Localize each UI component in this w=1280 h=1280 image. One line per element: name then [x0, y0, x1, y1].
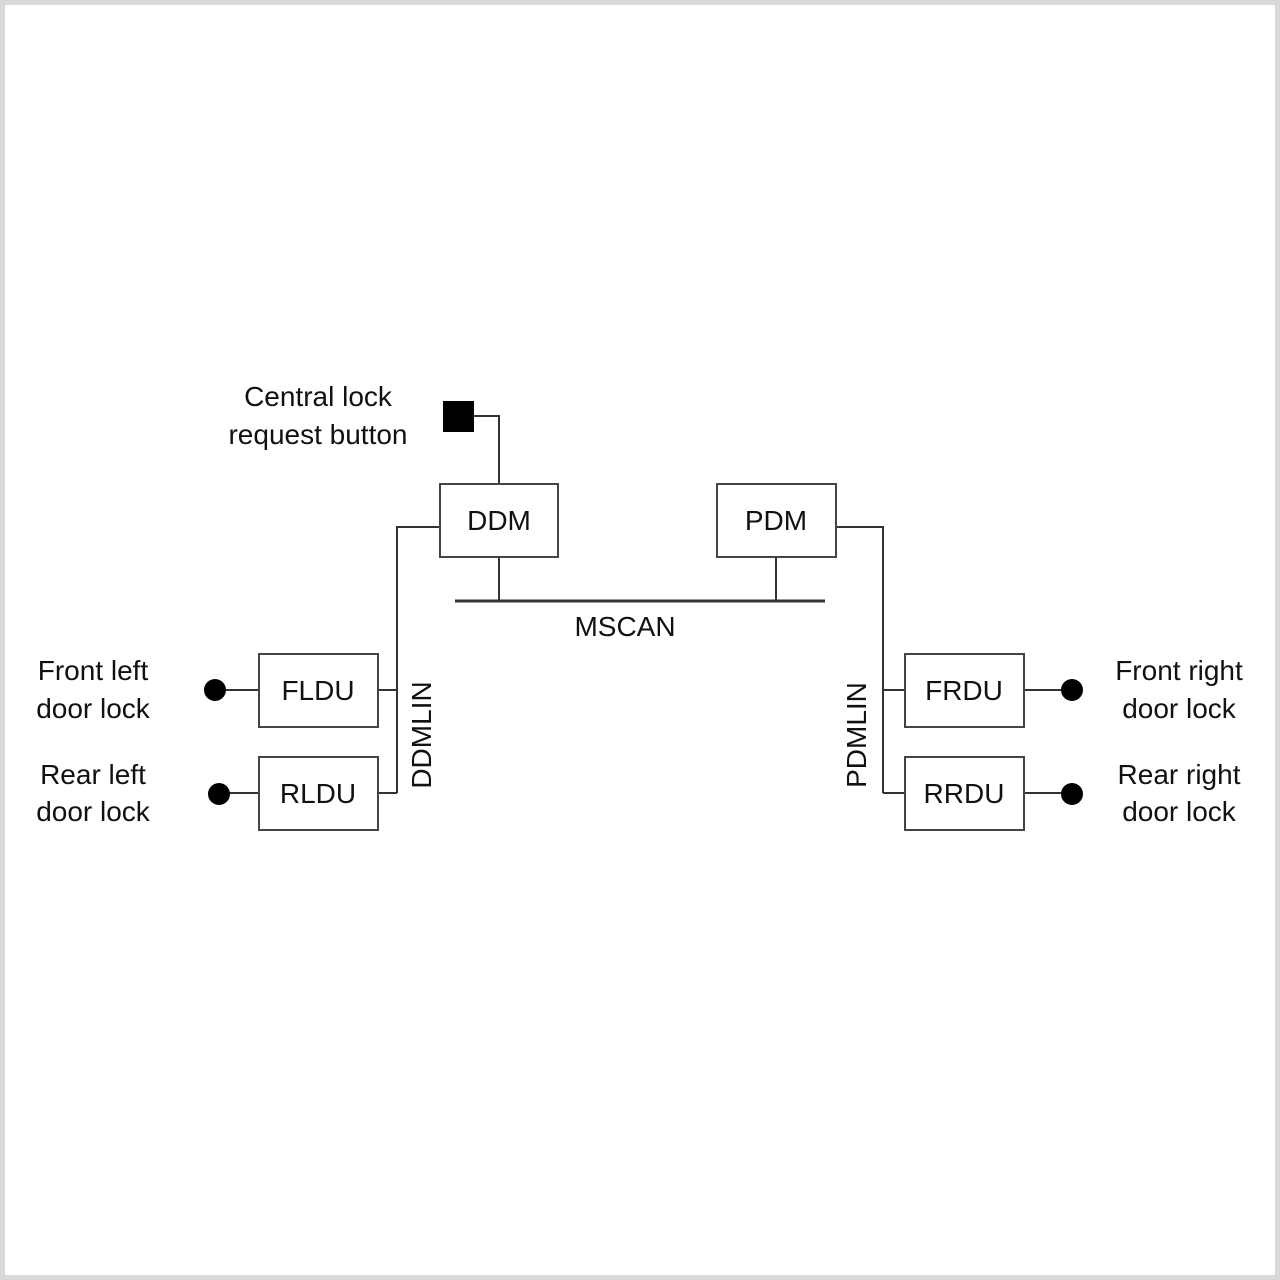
rldu-label: RLDU — [280, 778, 356, 809]
pdmlin-label: PDMLIN — [841, 682, 872, 788]
rrdu-box: RRDU — [904, 756, 1025, 831]
front-left-door-lock-icon — [204, 679, 226, 701]
rear-right-label-line2: door lock — [1122, 796, 1237, 827]
central-lock-label-line2: request button — [228, 419, 407, 450]
central-lock-button-icon — [443, 401, 474, 432]
ddm-box: DDM — [439, 483, 559, 558]
pdm-label: PDM — [745, 505, 807, 536]
ddmlin-label: DDMLIN — [406, 681, 437, 788]
central-lock-label-line1: Central lock — [244, 381, 393, 412]
ddm-label: DDM — [467, 505, 531, 536]
frdu-label: FRDU — [925, 675, 1003, 706]
frdu-box: FRDU — [904, 653, 1025, 728]
front-right-label-line2: door lock — [1122, 693, 1237, 724]
fldu-box: FLDU — [258, 653, 379, 728]
front-right-door-lock-icon — [1061, 679, 1083, 701]
mscan-label: MSCAN — [574, 611, 675, 642]
rear-left-door-lock-icon — [208, 783, 230, 805]
front-left-label-line1: Front left — [38, 655, 149, 686]
front-right-label-line1: Front right — [1115, 655, 1243, 686]
rear-left-label-line1: Rear left — [40, 759, 146, 790]
pdmlin-bus-line — [836, 526, 884, 793]
button-to-ddm-wire — [474, 415, 500, 484]
ddmlin-bus-line — [396, 526, 440, 793]
front-left-label-line2: door lock — [36, 693, 151, 724]
fldu-label: FLDU — [281, 675, 354, 706]
rear-right-label-line1: Rear right — [1118, 759, 1241, 790]
rear-right-door-lock-icon — [1061, 783, 1083, 805]
pdm-box: PDM — [716, 483, 837, 558]
rrdu-label: RRDU — [924, 778, 1005, 809]
rear-left-label-line2: door lock — [36, 796, 151, 827]
rldu-box: RLDU — [258, 756, 379, 831]
